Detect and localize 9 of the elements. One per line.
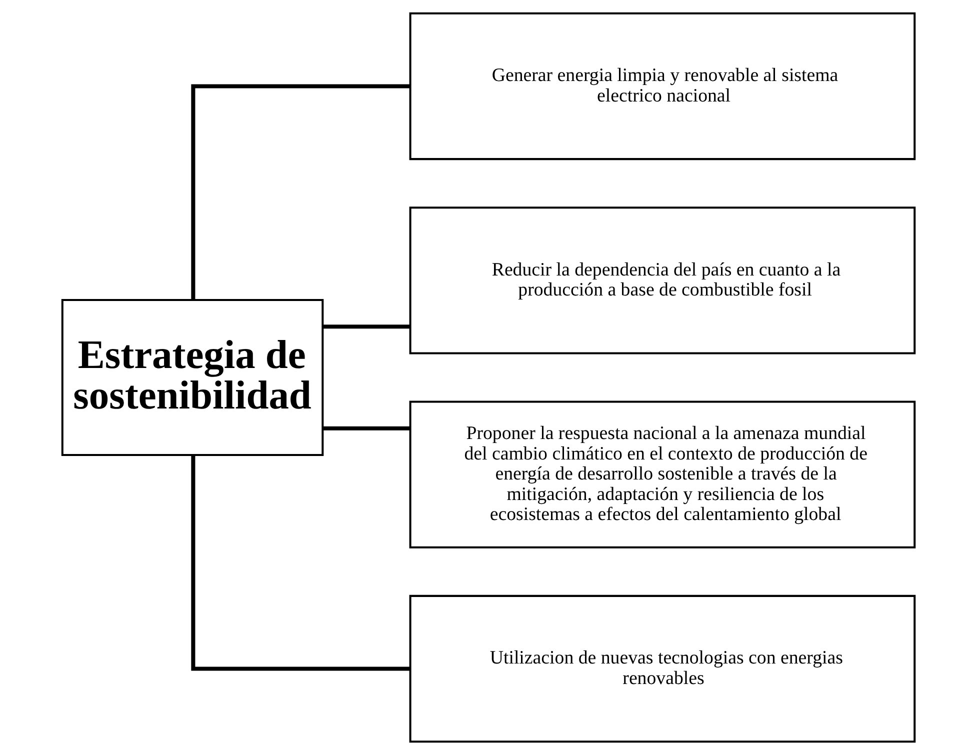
node-box: Generar energia limpia y renovable al sistema electrico nacional [409,12,916,160]
node-box: Utilizacion de nuevas tecnologias con energias renovables [409,594,916,743]
node-box: Estrategia de sostenibilidad [61,298,324,456]
connector [191,84,410,300]
connector [322,324,410,329]
connector [322,426,410,430]
node-box: Proponer la respuesta nacional a la amenaza mundial del cambio climático en el contexto de producción de energía de desarrollo sostenible a través de la mitigación, adaptación y resiliencia de los ecosistemas a efectos del calentamiento global [409,400,916,548]
node-box: Reducir la dependencia del país en cuanto a la producción a base de combustible fosil [409,206,916,354]
connector [191,455,410,671]
